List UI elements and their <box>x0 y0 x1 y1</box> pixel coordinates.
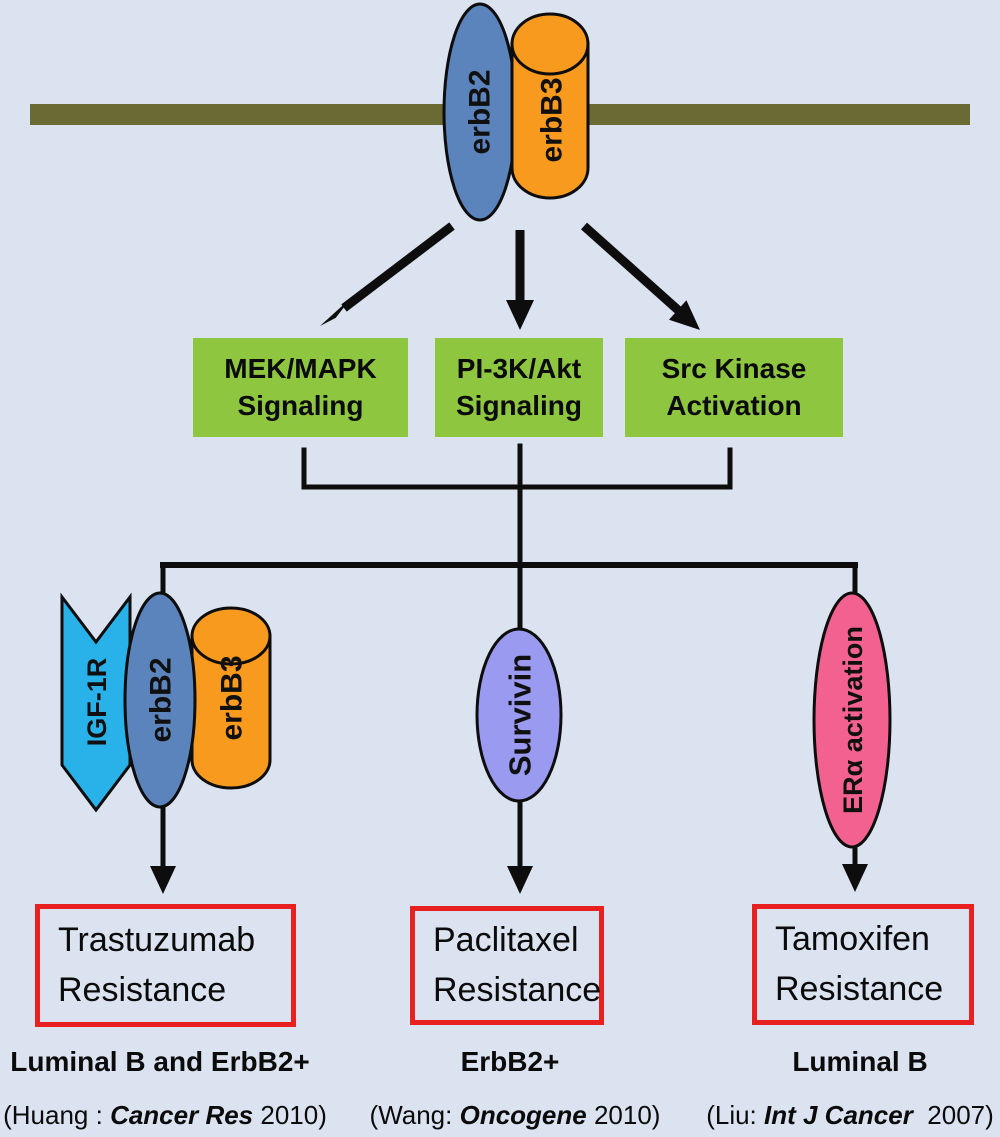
era-activation-label: ERα activation <box>838 626 868 814</box>
igf1r-label: IGF-1R <box>82 658 112 747</box>
erbb2-receptor-label: erbB2 <box>464 69 497 154</box>
arrowhead-tamoxifen <box>842 864 868 892</box>
outcome-line2: Resistance <box>775 969 944 1008</box>
bracket-line <box>301 447 733 490</box>
pathway-box-line1: MEK/MAPK <box>224 353 377 385</box>
arrow-to-mek <box>341 222 455 312</box>
erbb3-left-cylinder-cap <box>190 606 272 666</box>
citation-huang: (Huang : Cancer Res 2010) <box>0 1100 330 1132</box>
citation-prefix: (Liu: <box>706 1100 765 1130</box>
outcome-line1: Paclitaxel <box>433 921 579 960</box>
receptor-output-arrowheads <box>320 297 700 330</box>
pathway-box-line1: Src Kinase <box>661 353 807 385</box>
erbb3-receptor-cylinder-body <box>510 42 590 200</box>
citation-liu: (Liu: Int J Cancer 2007) <box>700 1100 1000 1132</box>
igf1r-chevron-shape <box>60 592 132 813</box>
erbb3-receptor-label: erbB3 <box>536 77 569 162</box>
arrowhead-paclitaxel <box>507 866 533 894</box>
arrowhead-src <box>669 300 700 330</box>
erbb3-receptor-cylinder-cap <box>510 12 590 76</box>
citation-suffix: 2010) <box>253 1100 327 1130</box>
citation-wang: (Wang: Oncogene 2010) <box>360 1100 670 1132</box>
pathway-box-line1: PI-3K/Akt <box>456 353 582 385</box>
arrowhead-mek <box>320 297 352 326</box>
outcome-box-tamoxifen-resistance: Tamoxifen Resistance <box>752 904 974 1025</box>
citation-suffix: 2010) <box>586 1100 661 1130</box>
pathway-box-line2: Activation <box>666 389 802 421</box>
outcome-line2: Resistance <box>58 970 227 1009</box>
erbb3-left-label: erbB3 <box>216 655 249 740</box>
pathway-box-pi3k-akt: PI-3K/Akt Signaling <box>435 338 603 437</box>
erbb3-left-cylinder-body <box>190 634 272 790</box>
arrowhead-pi3k <box>506 300 534 330</box>
citation-suffix: 2007) <box>912 1100 994 1130</box>
subtype-label-erbb2: ErbB2+ <box>460 1046 560 1077</box>
survivin-ellipse <box>475 627 563 803</box>
arrow-to-src <box>581 222 681 314</box>
subtype-label-luminal-b-erbb2: Luminal B and ErbB2+ <box>10 1046 310 1077</box>
citation-prefix: (Huang : <box>3 1100 111 1130</box>
outcome-box-trastuzumab-resistance: Trastuzumab Resistance <box>35 904 296 1027</box>
citation-prefix: (Wang: <box>369 1100 460 1130</box>
survivin-label: Survivin <box>503 654 538 776</box>
pathway-box-line2: Signaling <box>237 389 364 421</box>
receptor-output-arrows <box>341 222 681 314</box>
pathway-box-mek-mapk: MEK/MAPK Signaling <box>193 338 408 437</box>
branch-arrowheads <box>150 864 868 894</box>
citation-journal: Oncogene <box>459 1100 587 1130</box>
outcome-box-paclitaxel-resistance: Paclitaxel Resistance <box>410 906 604 1025</box>
pathway-box-line2: Signaling <box>456 389 582 421</box>
erbb2-left-label: erbB2 <box>145 657 178 742</box>
era-activation-ellipse <box>812 591 892 849</box>
citation-journal: Cancer Res <box>110 1100 254 1130</box>
outcome-line2: Resistance <box>433 970 602 1009</box>
citation-journal: Int J Cancer <box>764 1100 913 1130</box>
erbb2-left-ellipse <box>123 591 197 809</box>
subtype-label-luminal-b: Luminal B <box>792 1046 928 1077</box>
arrowhead-trastuzumab <box>150 866 176 894</box>
outcome-line1: Trastuzumab <box>58 921 256 960</box>
pathway-box-src-kinase: Src Kinase Activation <box>625 338 843 437</box>
outcome-line1: Tamoxifen <box>775 920 930 959</box>
